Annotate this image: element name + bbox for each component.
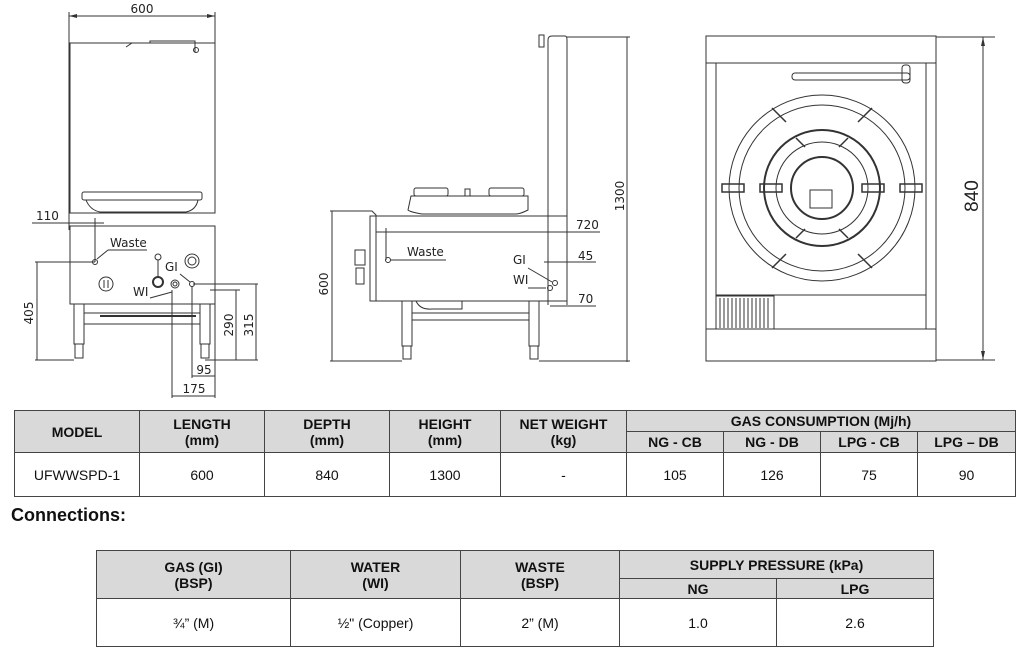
dim-waste-offset: 110 — [36, 209, 59, 223]
connections-title: Connections: — [11, 505, 126, 525]
label-waste-side: Waste — [407, 245, 444, 259]
header-height: HEIGHT(mm) — [389, 410, 501, 453]
dim-waste-height: 405 — [22, 302, 36, 325]
table-row: ¾” (M) ½" (Copper) 2” (M) 1.0 2.6 — [96, 598, 935, 647]
top-view: 840 — [705, 35, 995, 362]
cell-height: 1300 — [389, 452, 501, 497]
label-wi-front: WI — [133, 285, 148, 299]
label-wi-side: WI — [513, 273, 528, 287]
dim-wi-offset: 175 — [183, 382, 206, 396]
header-gas-consumption: GAS CONSUMPTION (Mj/h) — [626, 410, 1016, 432]
dim-wi-depth: 70 — [578, 292, 593, 306]
dim-wi-height: 290 — [222, 314, 236, 337]
label-gi-side: GI — [513, 253, 526, 267]
header-water: WATER(WI) — [290, 550, 461, 599]
header-net-weight: NET WEIGHT(kg) — [500, 410, 627, 453]
cell-model: UFWWSPD-1 — [14, 452, 140, 497]
header-lpg-db: LPG – DB — [917, 431, 1016, 453]
cell-gas: ¾” (M) — [96, 598, 291, 647]
dim-gi-height: 315 — [242, 314, 256, 337]
label-waste-front: Waste — [110, 236, 147, 250]
cell-ng: 1.0 — [619, 598, 777, 647]
front-view: 600 110 Waste GI WI — [22, 2, 258, 398]
cell-ng-db: 126 — [723, 452, 821, 497]
cell-lpg: 2.6 — [775, 598, 935, 647]
cell-lpg-db: 90 — [917, 452, 1016, 497]
cell-depth: 840 — [264, 452, 390, 497]
header-ng: NG — [619, 578, 777, 599]
header-supply-pressure: SUPPLY PRESSURE (kPa) — [618, 550, 935, 579]
header-length: LENGTH(mm) — [139, 410, 265, 453]
cell-waste: 2” (M) — [460, 598, 620, 647]
technical-drawings: 600 110 Waste GI WI — [22, 2, 995, 398]
cell-lpg-cb: 75 — [820, 452, 918, 497]
dim-gi-depth: 45 — [578, 249, 593, 263]
header-ng-cb: NG - CB — [626, 431, 724, 453]
connections-table: GAS (GI)(BSP) WATER(WI) WASTE(BSP) SUPPL… — [96, 550, 935, 647]
dim-waste-depth: 720 — [576, 218, 599, 232]
header-waste: WASTE(BSP) — [460, 550, 620, 599]
dim-total-height: 1300 — [613, 181, 627, 212]
dim-body-height: 600 — [317, 273, 331, 296]
header-lpg-cb: LPG - CB — [820, 431, 918, 453]
spec-table: MODEL LENGTH(mm) DEPTH(mm) HEIGHT(mm) NE… — [14, 410, 1016, 497]
header-lpg: LPG — [775, 578, 935, 599]
header-depth: DEPTH(mm) — [264, 410, 390, 453]
label-gi-front: GI — [165, 260, 178, 274]
side-view: 1300 720 Waste GI WI 45 70 — [317, 34, 630, 362]
cell-length: 600 — [139, 452, 265, 497]
cell-ng-cb: 105 — [626, 452, 724, 497]
cell-water: ½" (Copper) — [290, 598, 461, 647]
cell-net-weight: - — [500, 452, 627, 497]
table-row: UFWWSPD-1 600 840 1300 - 105 126 75 90 — [14, 452, 1016, 497]
header-gas: GAS (GI)(BSP) — [96, 550, 291, 599]
drawings-svg: 600 110 Waste GI WI — [22, 2, 995, 398]
dim-gi-offset: 95 — [196, 363, 211, 377]
header-model: MODEL — [14, 410, 140, 453]
dim-width: 600 — [131, 2, 154, 16]
dim-depth: 840 — [962, 180, 983, 212]
header-ng-db: NG - DB — [723, 431, 821, 453]
